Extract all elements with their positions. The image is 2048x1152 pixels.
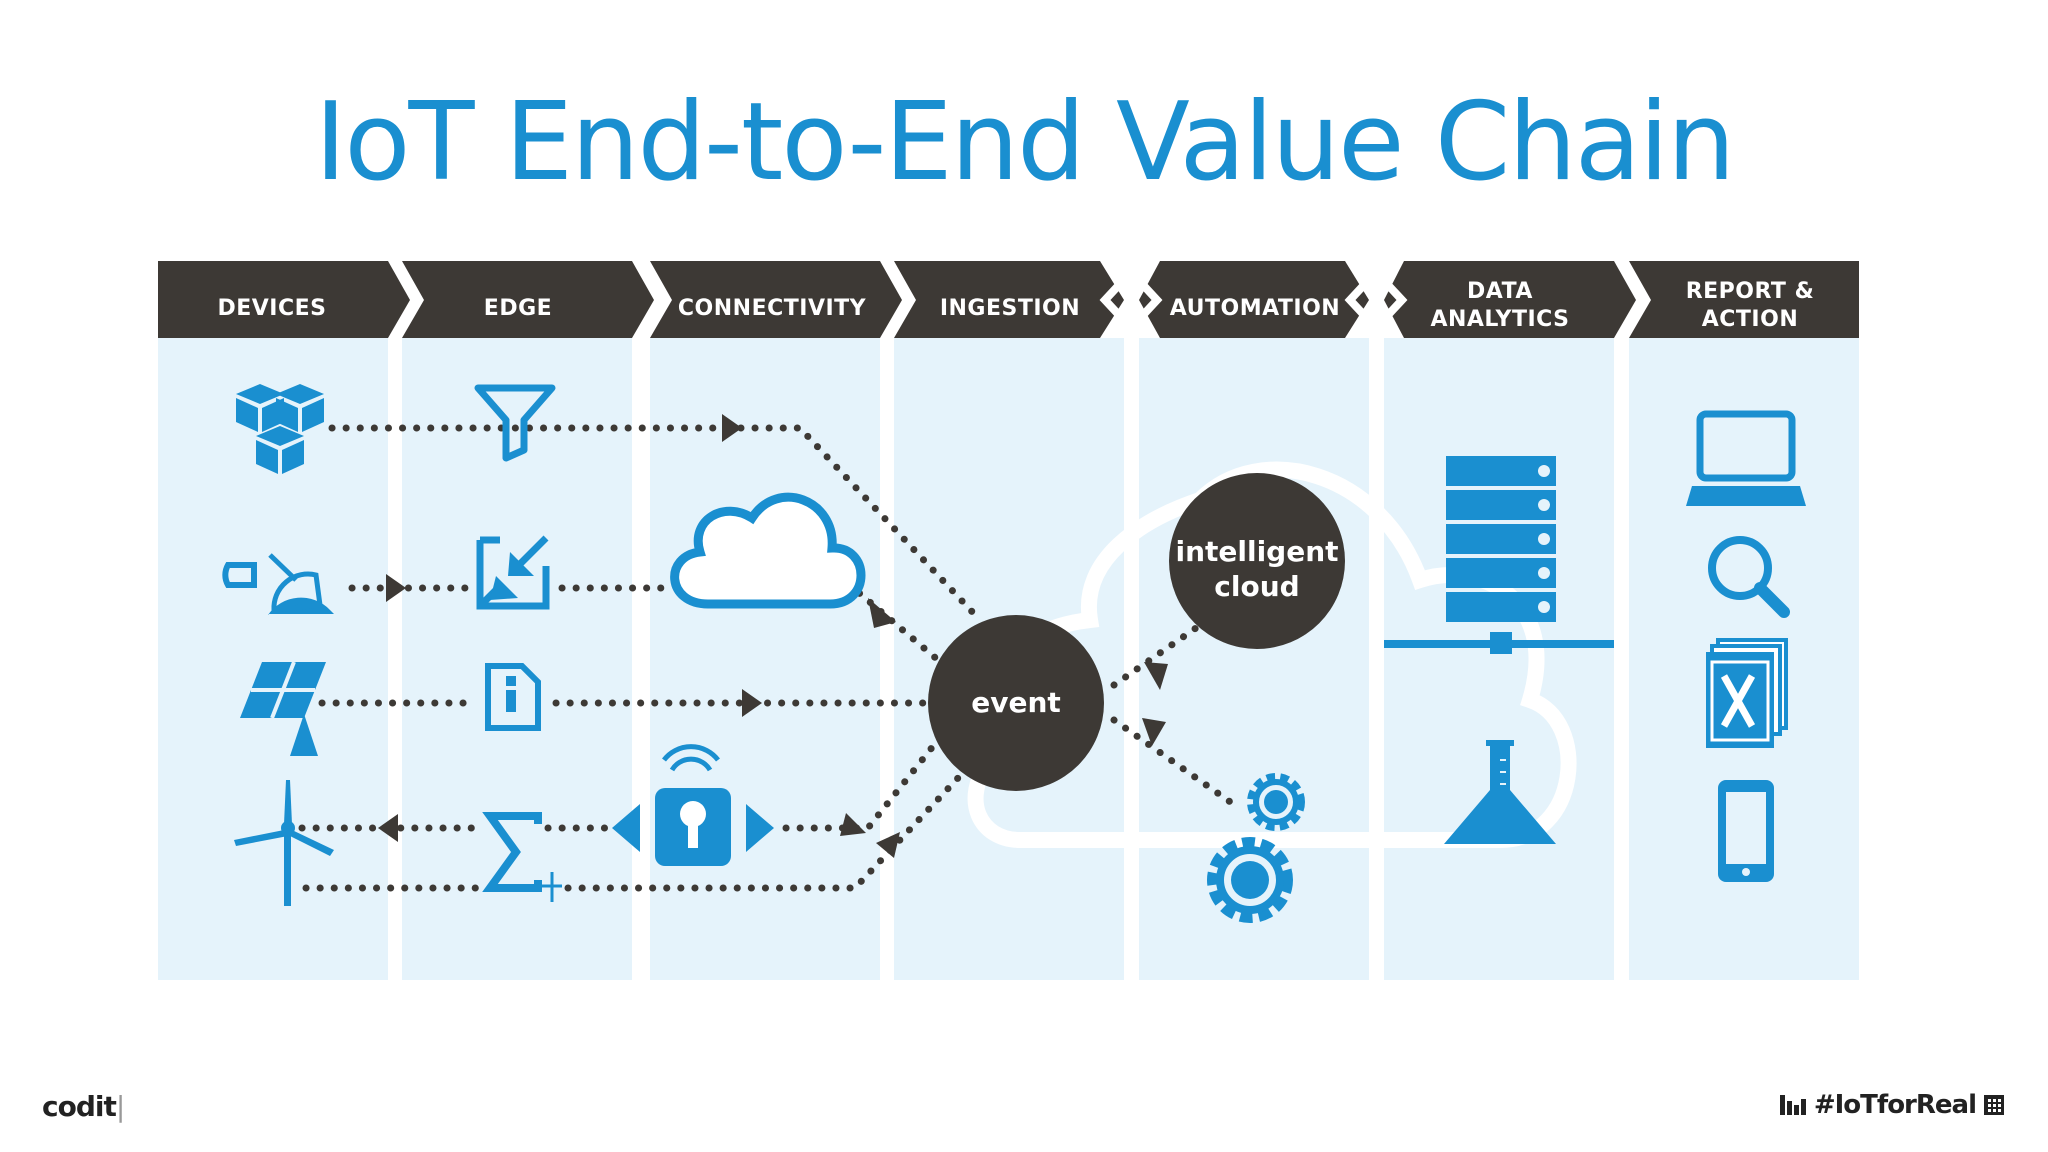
- arrow-to-cloud: [1144, 662, 1168, 690]
- document-icon: [485, 663, 541, 731]
- header-label-ingestion: INGESTION: [940, 296, 1080, 321]
- column-bg-analytics: [1384, 338, 1614, 980]
- flow-line-5b: [564, 774, 962, 892]
- arrow-diag-5: [876, 832, 900, 858]
- intelligent-cloud-label-line2: cloud: [1214, 570, 1299, 603]
- arrow-diag-4: [840, 813, 866, 836]
- event-node: [928, 615, 1104, 791]
- intelligent-cloud-label-line1: intelligent: [1175, 535, 1338, 568]
- intelligent-cloud-node: [1169, 473, 1345, 649]
- arrow-diag-cloud: [868, 598, 896, 628]
- column-bg-edge: [402, 338, 632, 980]
- sensor-icon: [222, 553, 334, 615]
- flow-lines: [298, 424, 1240, 892]
- arrow-to-gears: [1142, 718, 1166, 746]
- arrow-right-2: [386, 574, 406, 602]
- wind-turbine-icon: [234, 780, 334, 906]
- flask-icon: [1444, 740, 1556, 844]
- header-label-report-line2: ACTION: [1702, 307, 1798, 332]
- separator-diamond-automation: [1344, 266, 1408, 334]
- arrow-right-1: [722, 414, 742, 442]
- header-ingestion: [894, 261, 1124, 338]
- footer-left-text: codit: [42, 1090, 117, 1123]
- excel-icon: [1706, 638, 1788, 748]
- magnifier-icon: [1708, 536, 1790, 618]
- smartphone-icon: [1718, 780, 1774, 882]
- header-automation: [1139, 261, 1369, 338]
- flow-line-cloud: [834, 571, 942, 664]
- header-label-edge: EDGE: [484, 296, 552, 321]
- footer-hashtag: #IoTforReal: [1779, 1090, 2004, 1120]
- flow-line-1: [328, 424, 982, 622]
- header-label-devices: DEVICES: [217, 296, 326, 321]
- event-node-label: event: [971, 686, 1061, 719]
- grid-icon: [1984, 1095, 2004, 1115]
- header-label-automation: AUTOMATION: [1170, 296, 1340, 321]
- header-label-analytics-line1: DATA: [1467, 279, 1533, 304]
- slide-title: IoT End-to-End Value Chain: [314, 80, 1736, 205]
- compress-icon: [476, 535, 550, 610]
- header-label-connectivity: CONNECTIVITY: [678, 296, 867, 321]
- column-bg-devices: [158, 338, 388, 980]
- separator-diamond-ingestion: [1099, 266, 1163, 334]
- gear-large-icon: [1207, 837, 1293, 923]
- header-devices: [158, 261, 410, 338]
- filter-icon: [474, 384, 556, 462]
- server-rack-icon: [1384, 456, 1614, 654]
- flow-line-out-cloud: [1110, 624, 1200, 689]
- flow-line-out-gears: [1110, 716, 1240, 810]
- footer-right-text: #IoTforReal: [1813, 1090, 1977, 1120]
- header-edge: [402, 261, 654, 338]
- column-bg-connectivity: [650, 338, 880, 980]
- header-report: [1629, 261, 1859, 338]
- header-analytics: [1384, 261, 1636, 338]
- arrow-right-3: [742, 689, 762, 717]
- header-bar: [158, 261, 1859, 338]
- footer-logo-codit: codit|: [42, 1090, 125, 1123]
- header-label-report-line1: REPORT &: [1686, 279, 1815, 304]
- header-label-analytics-line2: ANALYTICS: [1430, 307, 1569, 332]
- gateway-lock-icon: [612, 744, 774, 866]
- cubes-icon: [236, 384, 324, 474]
- sigma-icon: [482, 812, 562, 902]
- bars-icon: [1779, 1095, 1806, 1115]
- flow-line-4c: [782, 741, 938, 832]
- solar-panel-icon: [240, 661, 326, 756]
- arrowheads: [378, 414, 1168, 858]
- gear-small-icon: [1247, 773, 1305, 831]
- cloud-icon: [670, 492, 866, 609]
- header-connectivity: [650, 261, 902, 338]
- laptop-icon: [1686, 410, 1806, 506]
- arrow-left-4: [378, 814, 398, 842]
